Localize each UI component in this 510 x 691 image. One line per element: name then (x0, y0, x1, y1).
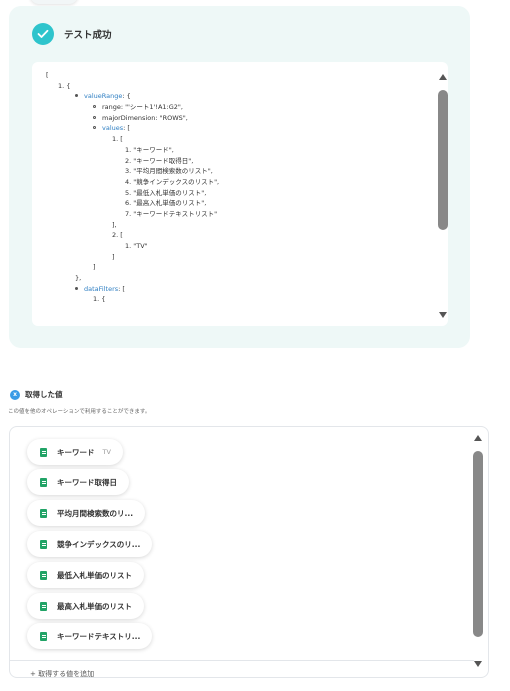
value-chip[interactable]: 競争インデックスのリ... (27, 531, 153, 557)
json-output-viewer[interactable]: [1. {valueRange: {range: "'シート1'!A1:G2",… (32, 62, 448, 326)
json-line: 4. "競争インデックスのリスト", (46, 177, 428, 188)
json-text: 7. "キーワードテキストリスト" (125, 209, 218, 218)
json-line: [ (46, 70, 428, 81)
json-tree: [1. {valueRange: {range: "'シート1'!A1:G2",… (46, 70, 428, 305)
json-line: ] (46, 262, 428, 273)
value-chip[interactable]: キーワードテキストリ... (27, 623, 153, 649)
json-line: dataFilters: [ (46, 284, 428, 295)
json-text: range: "'シート1'!A1:G2", (102, 103, 183, 112)
json-text: : { (122, 92, 131, 101)
value-chip-label: キーワード (57, 447, 95, 457)
json-line: 2. [ (46, 230, 428, 241)
json-text: 1. "キーワード", (125, 145, 174, 154)
test-success-header: テスト成功 (32, 23, 112, 45)
value-chip[interactable]: キーワード TV (27, 439, 123, 465)
json-line: range: "'シート1'!A1:G2", (46, 102, 428, 113)
scroll-down-arrow-icon[interactable] (474, 661, 482, 667)
retrieved-values-panel[interactable]: キーワード TV キーワード取得日平均月間検索数のリ... 競争インデックスのリ...… (9, 426, 489, 678)
value-chip-label: キーワード取得日 (57, 477, 117, 487)
value-chip[interactable]: 平均月間検索数のリ... (27, 500, 146, 526)
json-key: valueRange (84, 92, 123, 101)
spreadsheet-icon (40, 477, 47, 487)
json-text: 4. "競争インデックスのリスト", (125, 177, 220, 186)
json-line: majorDimension: "ROWS", (46, 113, 428, 124)
json-text: ] (112, 252, 115, 261)
json-text: [ (46, 71, 49, 79)
list-bullet-icon (93, 126, 96, 130)
scroll-up-arrow-icon[interactable] (439, 74, 447, 80)
json-line: 1. [ (46, 134, 428, 145)
json-line: 5. "最低入札単価のリスト", (46, 188, 428, 199)
json-key: values (102, 124, 124, 133)
spreadsheet-icon (40, 631, 47, 641)
json-line: ] (46, 252, 428, 263)
retrieved-values-header: x 取得した値 (10, 389, 63, 400)
json-text: : [ (118, 284, 125, 293)
scroll-up-arrow-icon[interactable] (474, 435, 482, 441)
list-bullet-icon (93, 115, 96, 119)
json-text: 6. "最高入札単価のリスト", (125, 199, 207, 208)
json-key: dataFilters (84, 284, 119, 293)
test-result-panel: テスト成功 [1. {valueRange: {range: "'シート1'!A… (9, 6, 470, 348)
variable-badge-icon: x (10, 389, 20, 400)
value-chip-label: キーワードテキストリ... (57, 631, 141, 641)
value-chip-label: 競争インデックスのリ... (57, 539, 141, 549)
json-text: 1. { (93, 295, 106, 304)
json-line: }, (46, 273, 428, 284)
json-line: ], (46, 220, 428, 231)
values-scrollbar-thumb[interactable] (473, 451, 483, 637)
json-text: 2. [ (112, 231, 123, 240)
json-line: 1. "TV" (46, 241, 428, 252)
json-text: ] (93, 263, 96, 272)
json-line: 1. { (46, 294, 428, 305)
json-line: 1. "キーワード", (46, 145, 428, 156)
spreadsheet-icon (40, 539, 47, 549)
json-text: 1. "TV" (125, 242, 148, 250)
value-chip[interactable]: キーワード取得日 (27, 469, 129, 495)
value-chip-label: 最低入札単価のリスト (57, 570, 132, 580)
json-text: 5. "最低入札単価のリスト", (125, 188, 207, 197)
spreadsheet-icon (40, 447, 47, 457)
retrieved-values-title: 取得した値 (25, 390, 63, 399)
json-line: 6. "最高入札単価のリスト", (46, 198, 428, 209)
json-line: 7. "キーワードテキストリスト" (46, 209, 428, 220)
spreadsheet-icon (40, 601, 47, 611)
json-text: majorDimension: "ROWS", (102, 113, 188, 122)
list-bullet-icon (75, 94, 78, 98)
json-text: 1. { (58, 81, 71, 90)
json-text: 2. "キーワード取得日", (125, 156, 194, 165)
json-text: }, (75, 274, 82, 283)
json-line: 3. "平均月間検索数のリスト", (46, 166, 428, 177)
value-chip[interactable]: 最低入札単価のリスト (27, 562, 144, 588)
json-line: valueRange: { (46, 91, 428, 102)
value-chip-label: 最高入札単価のリスト (57, 601, 132, 611)
scroll-down-arrow-icon[interactable] (439, 312, 447, 318)
divider (10, 660, 474, 661)
value-chip-label: 平均月間検索数のリ... (57, 508, 134, 518)
list-bullet-icon (75, 286, 78, 290)
retrieved-values-description: この値を他のオペレーションで利用することができます。 (8, 409, 151, 415)
json-text: 3. "平均月間検索数のリスト", (125, 167, 213, 176)
spreadsheet-icon (40, 570, 47, 580)
json-text: : [ (123, 124, 130, 133)
json-scrollbar-thumb[interactable] (438, 90, 448, 230)
json-line: 1. { (46, 81, 428, 92)
list-bullet-icon (93, 105, 96, 109)
check-icon (32, 23, 54, 45)
value-chip-sample: TV (102, 448, 111, 456)
json-line: 2. "キーワード取得日", (46, 156, 428, 167)
json-text: 1. [ (112, 135, 123, 144)
json-line: values: [ (46, 123, 428, 134)
value-chip[interactable]: 最高入札単価のリスト (27, 593, 144, 619)
collapsed-tab (30, 0, 78, 4)
json-text: ], (112, 220, 117, 229)
spreadsheet-icon (40, 508, 47, 518)
add-value-link[interactable]: + 取得する値を追加 (30, 670, 95, 678)
test-success-label: テスト成功 (64, 30, 112, 41)
